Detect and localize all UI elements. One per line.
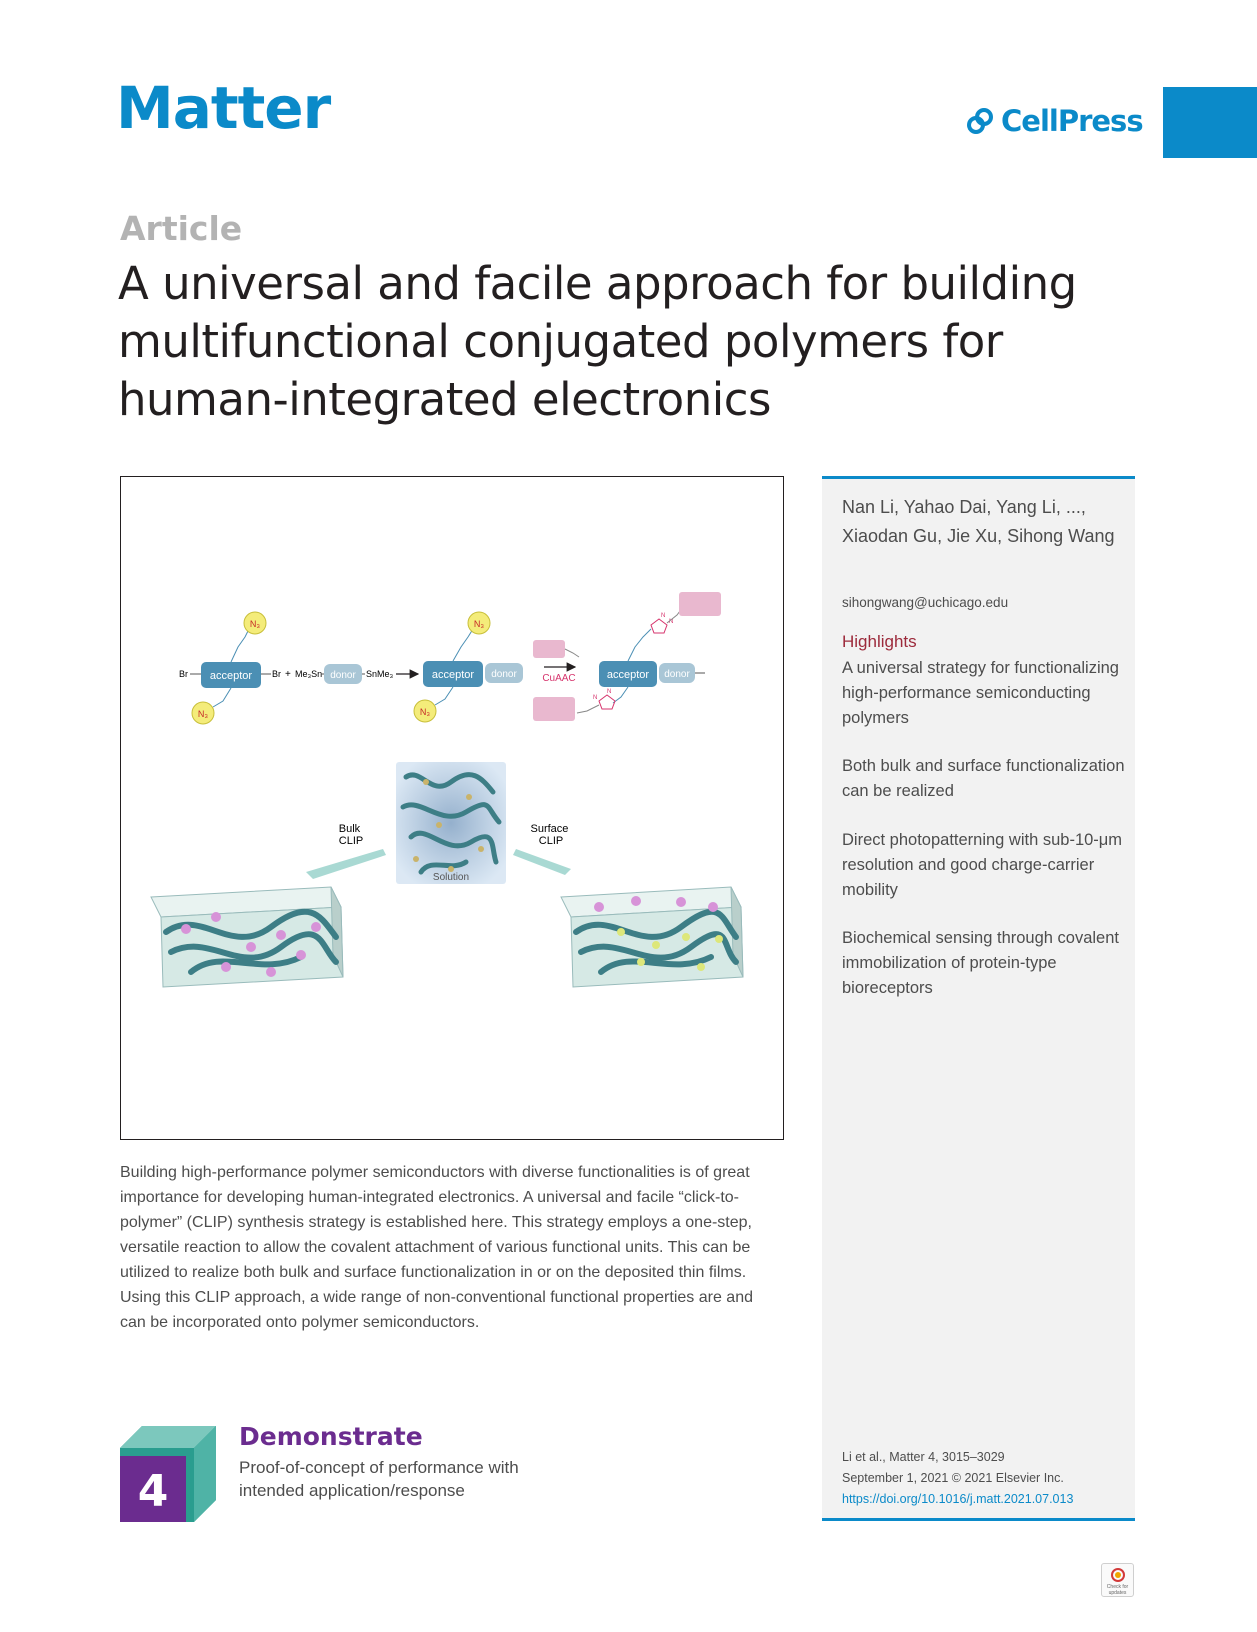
me3sn-label: Me₃Sn xyxy=(295,669,322,679)
donor-box-3 xyxy=(659,663,695,683)
surface-label-line1: Surface xyxy=(531,823,569,835)
stage-name: Demonstrate xyxy=(239,1422,423,1451)
triazole-n: N xyxy=(607,689,611,695)
graphical-abstract-figure: Br acceptor Br + Me₃Sn donor SnMe₃ N₃ N₃… xyxy=(150,592,744,988)
triazole-n: N xyxy=(593,695,597,701)
doi-link[interactable]: https://doi.org/10.1016/j.matt.2021.07.0… xyxy=(842,1492,1074,1506)
author-list[interactable]: Nan Li, Yahao Dai, Yang Li, ..., Xiaodan… xyxy=(842,497,1115,546)
azide-ball xyxy=(413,699,437,723)
stage-icon: 4 xyxy=(120,1426,216,1522)
donor-box-2 xyxy=(485,663,523,683)
acceptor-box-2 xyxy=(423,661,483,687)
azide-ball xyxy=(467,611,491,635)
azide-label: N₃ xyxy=(474,619,484,629)
highlight-item: Both bulk and surface functionalization … xyxy=(842,757,1125,800)
highlights-heading: Highlights xyxy=(842,632,917,651)
update-badge-text: Check for updates xyxy=(1106,1584,1129,1596)
cellpress-icon xyxy=(967,108,993,134)
triazole-n: N xyxy=(669,619,673,625)
graphical-abstract[interactable]: Br acceptor Br + Me₃Sn donor SnMe₃ N₃ N₃… xyxy=(120,476,784,1140)
solution-label: Solution xyxy=(433,872,469,883)
update-icon xyxy=(1111,1568,1125,1582)
donor-label-1: donor xyxy=(330,670,356,681)
triazole-ring xyxy=(650,618,668,634)
corner-tab xyxy=(1163,87,1257,158)
surface-arrow xyxy=(513,849,571,875)
bulk-film xyxy=(150,886,344,988)
stage-description: Proof-of-concept of performance with int… xyxy=(239,1458,519,1500)
cuaac-label: CuAAC xyxy=(542,673,575,684)
surface-label-line2: CLIP xyxy=(539,835,563,847)
triazole-n: N xyxy=(661,613,665,619)
triazole-ring xyxy=(598,694,616,710)
citation-block: Li et al., Matter 4, 3015–3029 September… xyxy=(842,1447,1073,1510)
acceptor-label-3: acceptor xyxy=(607,669,650,681)
highlight-item: Direct photopatterning with sub-10-μm re… xyxy=(842,831,1123,899)
check-for-updates-badge[interactable]: Check for updates xyxy=(1101,1563,1134,1597)
acceptor-box-3 xyxy=(599,661,657,687)
article-title: A universal and facile approach for buil… xyxy=(118,257,1077,426)
snme3-label: SnMe₃ xyxy=(366,669,394,679)
bulk-label: Bulk CLIP xyxy=(339,823,363,847)
functional-unit-box xyxy=(533,697,575,721)
citation-line: Li et al., Matter 4, 3015–3029 xyxy=(842,1450,1005,1464)
functional-unit-box xyxy=(679,592,721,616)
journal-name: Matter xyxy=(116,74,331,142)
donor-label-3: donor xyxy=(664,669,690,680)
bulk-label-line2: CLIP xyxy=(339,835,363,847)
acceptor-label-2: acceptor xyxy=(432,669,475,681)
azide-label: N₃ xyxy=(198,709,208,719)
donor-box-1 xyxy=(324,664,362,684)
functional-unit-box xyxy=(533,640,565,658)
citation-date: September 1, 2021 © 2021 Elsevier Inc. xyxy=(842,1471,1064,1485)
azide-ball xyxy=(191,701,215,725)
reaction-scheme: Br acceptor Br + Me₃Sn donor SnMe₃ N₃ N₃… xyxy=(179,592,721,725)
article-type: Article xyxy=(120,209,243,248)
info-sidebar: Nan Li, Yahao Dai, Yang Li, ..., Xiaodan… xyxy=(822,476,1135,1521)
azide-label: N₃ xyxy=(420,707,430,717)
surface-film xyxy=(560,886,744,988)
publisher-name: CellPress xyxy=(1001,104,1144,138)
bulk-label-line1: Bulk xyxy=(339,823,361,835)
summary-paragraph: Building high-performance polymer semico… xyxy=(120,1164,753,1331)
br-left-label: Br xyxy=(179,669,188,679)
acceptor-box-1 xyxy=(201,662,261,688)
surface-label: Surface CLIP xyxy=(531,823,572,847)
azide-ball xyxy=(243,611,267,635)
corresponding-email[interactable]: sihongwang@uchicago.edu xyxy=(842,595,1009,610)
donor-label-2: donor xyxy=(491,669,517,680)
bulk-arrow xyxy=(306,849,386,879)
stage-number: 4 xyxy=(138,1466,169,1517)
br-right-label: Br xyxy=(272,669,281,679)
azide-label: N₃ xyxy=(250,619,260,629)
highlight-item: Biochemical sensing through covalent imm… xyxy=(842,929,1119,997)
publisher-logo[interactable]: CellPress xyxy=(965,104,1144,138)
highlight-item: A universal strategy for functionalizing… xyxy=(842,659,1119,727)
solution-illustration: Solution xyxy=(396,762,506,884)
acceptor-label-1: acceptor xyxy=(210,670,253,682)
plus-sign: + xyxy=(285,669,291,680)
